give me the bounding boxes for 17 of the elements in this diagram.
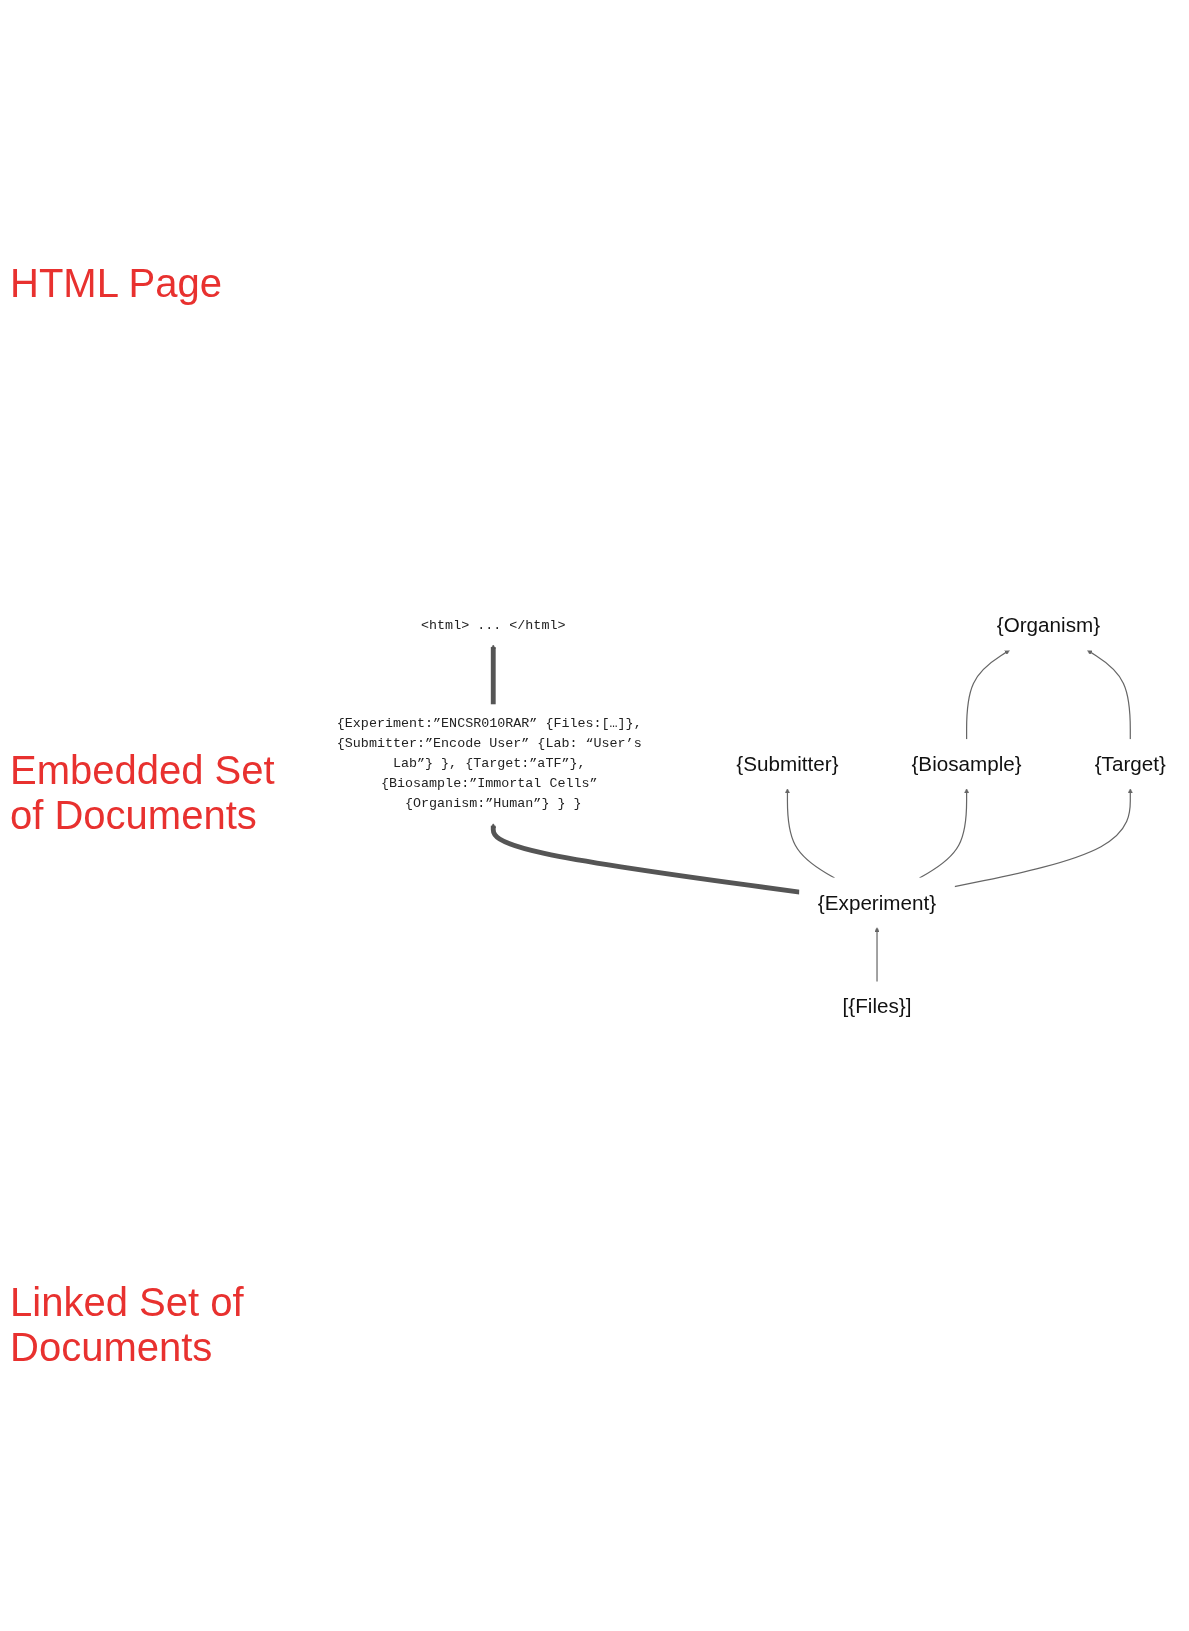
node-text: {Organism}: [996, 613, 1101, 637]
section-label: Linked Set of Documents: [10, 1280, 245, 1370]
node-text: {Target}: [1094, 751, 1166, 775]
node-text: {Experiment:”ENCSR010RAR” {Files:[…]}, {Submitter:”Encode User” {Lab: “User’s Lab”} }, {Target:”aTF”}, {Biosample:”Immortal Cells” {Organism:”Human”} } }: [336, 715, 642, 812]
section-label: HTML Page: [10, 261, 223, 306]
node-text: {Submitter}: [736, 751, 839, 775]
node-text: {Experiment}: [817, 890, 937, 914]
node-text: {Biosample}: [911, 751, 1022, 775]
arrow: [874, 926, 880, 982]
arrow: [490, 822, 800, 895]
arrow: [953, 787, 1133, 887]
node-text: [{Files}]: [842, 994, 912, 1018]
arrow: [490, 643, 496, 705]
section-label: Embedded Set of Documents: [10, 748, 276, 838]
arrow: [966, 649, 1010, 740]
arrow: [1086, 649, 1131, 740]
node-text: <html> ... </html>: [421, 617, 566, 633]
